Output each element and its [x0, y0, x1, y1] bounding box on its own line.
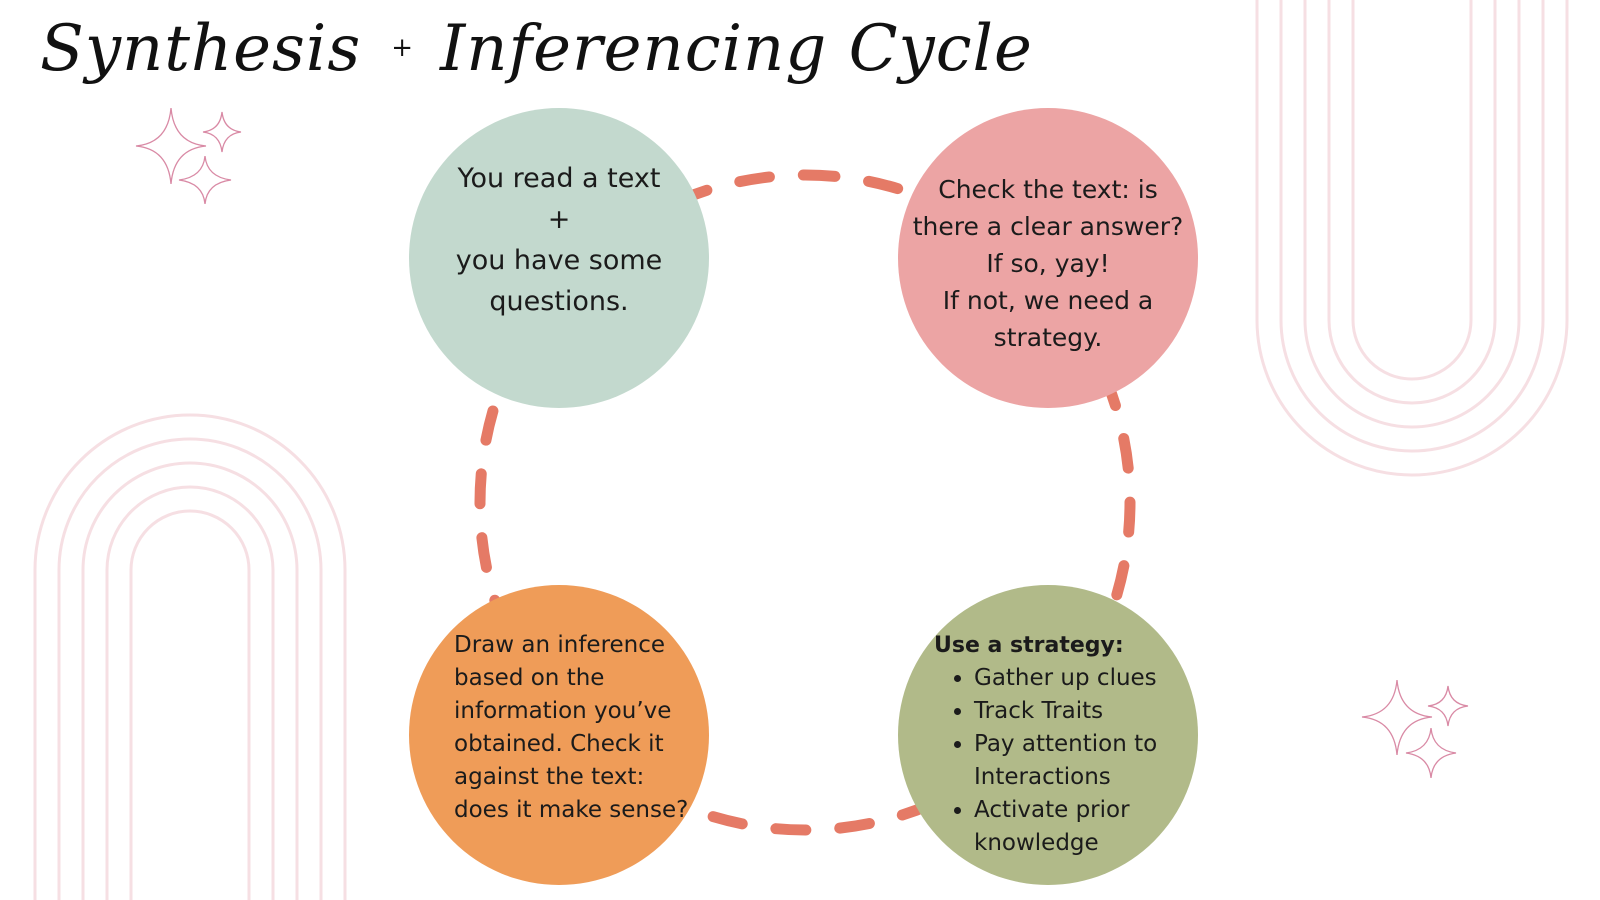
step-strategy-circle: Use a strategy: Gather up clues Track Tr… — [898, 585, 1198, 885]
strategy-item: Gather up clues — [974, 662, 1194, 695]
step-read-line: questions. — [489, 286, 629, 317]
right-arch-decoration — [1255, 0, 1569, 477]
strategy-item: Pay attention to Interactions — [974, 728, 1194, 794]
cycle-dashed-loop — [474, 169, 1136, 836]
step-infer-text: Draw an inference based on the informati… — [454, 632, 689, 823]
strategy-item: Track Traits — [974, 695, 1194, 728]
step-read-line: You read a text — [457, 163, 661, 194]
page-title: Synthesis + Inferencing Cycle — [40, 12, 1033, 86]
step-check-circle: Check the text: is there a clear answer?… — [898, 108, 1198, 408]
step-check-line: Check the text: is — [938, 175, 1158, 204]
step-check-text: Check the text: is there a clear answer?… — [898, 171, 1198, 356]
step-infer-circle: Draw an inference based on the informati… — [409, 585, 709, 885]
step-check-line: If not, we need a — [942, 286, 1154, 315]
sparkle-icon — [135, 107, 242, 205]
title-part-cycle: Inferencing Cycle — [439, 12, 1033, 86]
step-read-line: you have some — [455, 245, 663, 276]
step-read-text: You read a text + you have some question… — [409, 158, 709, 322]
left-arch-decoration — [33, 413, 347, 900]
step-strategy-text: Use a strategy: Gather up clues Track Tr… — [934, 629, 1194, 860]
strategy-heading: Use a strategy: — [934, 633, 1124, 658]
strategy-list: Gather up clues Track Traits Pay attenti… — [934, 662, 1194, 860]
step-read-circle: You read a text + you have some question… — [409, 108, 709, 408]
step-read-line: + — [547, 204, 571, 235]
sparkle-icon — [1361, 679, 1469, 779]
step-check-line: If so, yay! — [986, 249, 1110, 278]
step-check-line: there a clear answer? — [912, 212, 1184, 241]
strategy-item: Activate prior knowledge — [974, 794, 1194, 860]
title-plus: + — [391, 33, 414, 63]
title-part-synthesis: Synthesis — [40, 12, 362, 86]
step-check-line: strategy. — [993, 323, 1103, 352]
